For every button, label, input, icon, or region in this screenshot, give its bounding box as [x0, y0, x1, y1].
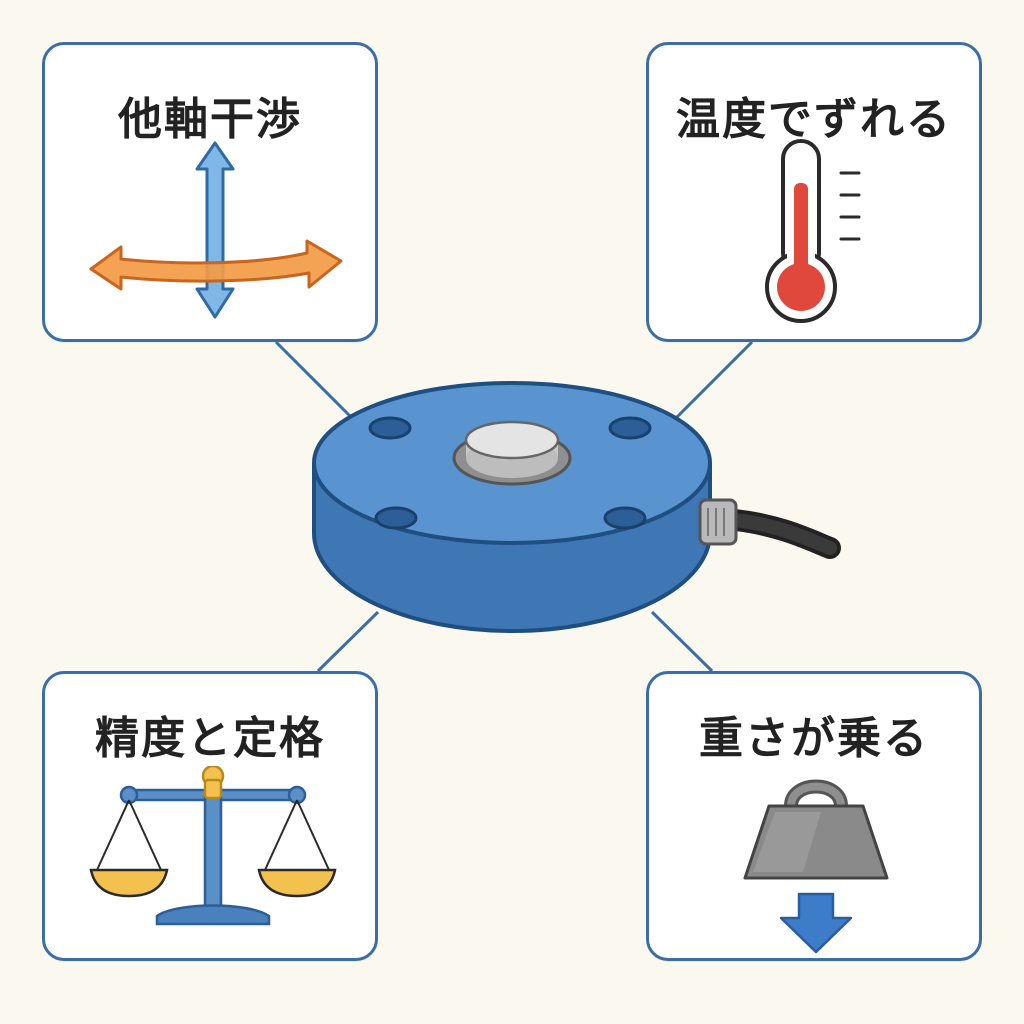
- cable-connector: [698, 498, 738, 546]
- mounting-hole: [368, 416, 412, 440]
- connector-bottom-right: [650, 610, 714, 673]
- panel-title: 他軸干渉: [118, 94, 302, 145]
- load-button: [452, 420, 572, 486]
- mounting-hole: [603, 506, 647, 530]
- mounting-hole: [374, 506, 418, 530]
- weight-down-arrow-icon: [743, 779, 889, 954]
- panel-load-applied: 重さが乗る: [646, 671, 982, 961]
- connector-bottom-left: [316, 610, 380, 673]
- thermometer-icon: [765, 139, 861, 323]
- panel-title: 温度でずれる: [676, 94, 952, 145]
- panel-title: 重さが乗る: [699, 713, 929, 764]
- panel-cross-axis: 他軸干渉: [42, 42, 378, 342]
- balance-scale-icon: [89, 766, 337, 926]
- connector-top-right: [674, 340, 754, 420]
- panel-accuracy-rating: 精度と定格: [42, 671, 378, 961]
- cross-axis-arrows-icon: [89, 141, 343, 319]
- mounting-hole: [608, 416, 652, 440]
- connector-top-left: [274, 340, 354, 420]
- panel-temperature-drift: 温度でずれる: [646, 42, 982, 342]
- panel-title: 精度と定格: [95, 713, 325, 764]
